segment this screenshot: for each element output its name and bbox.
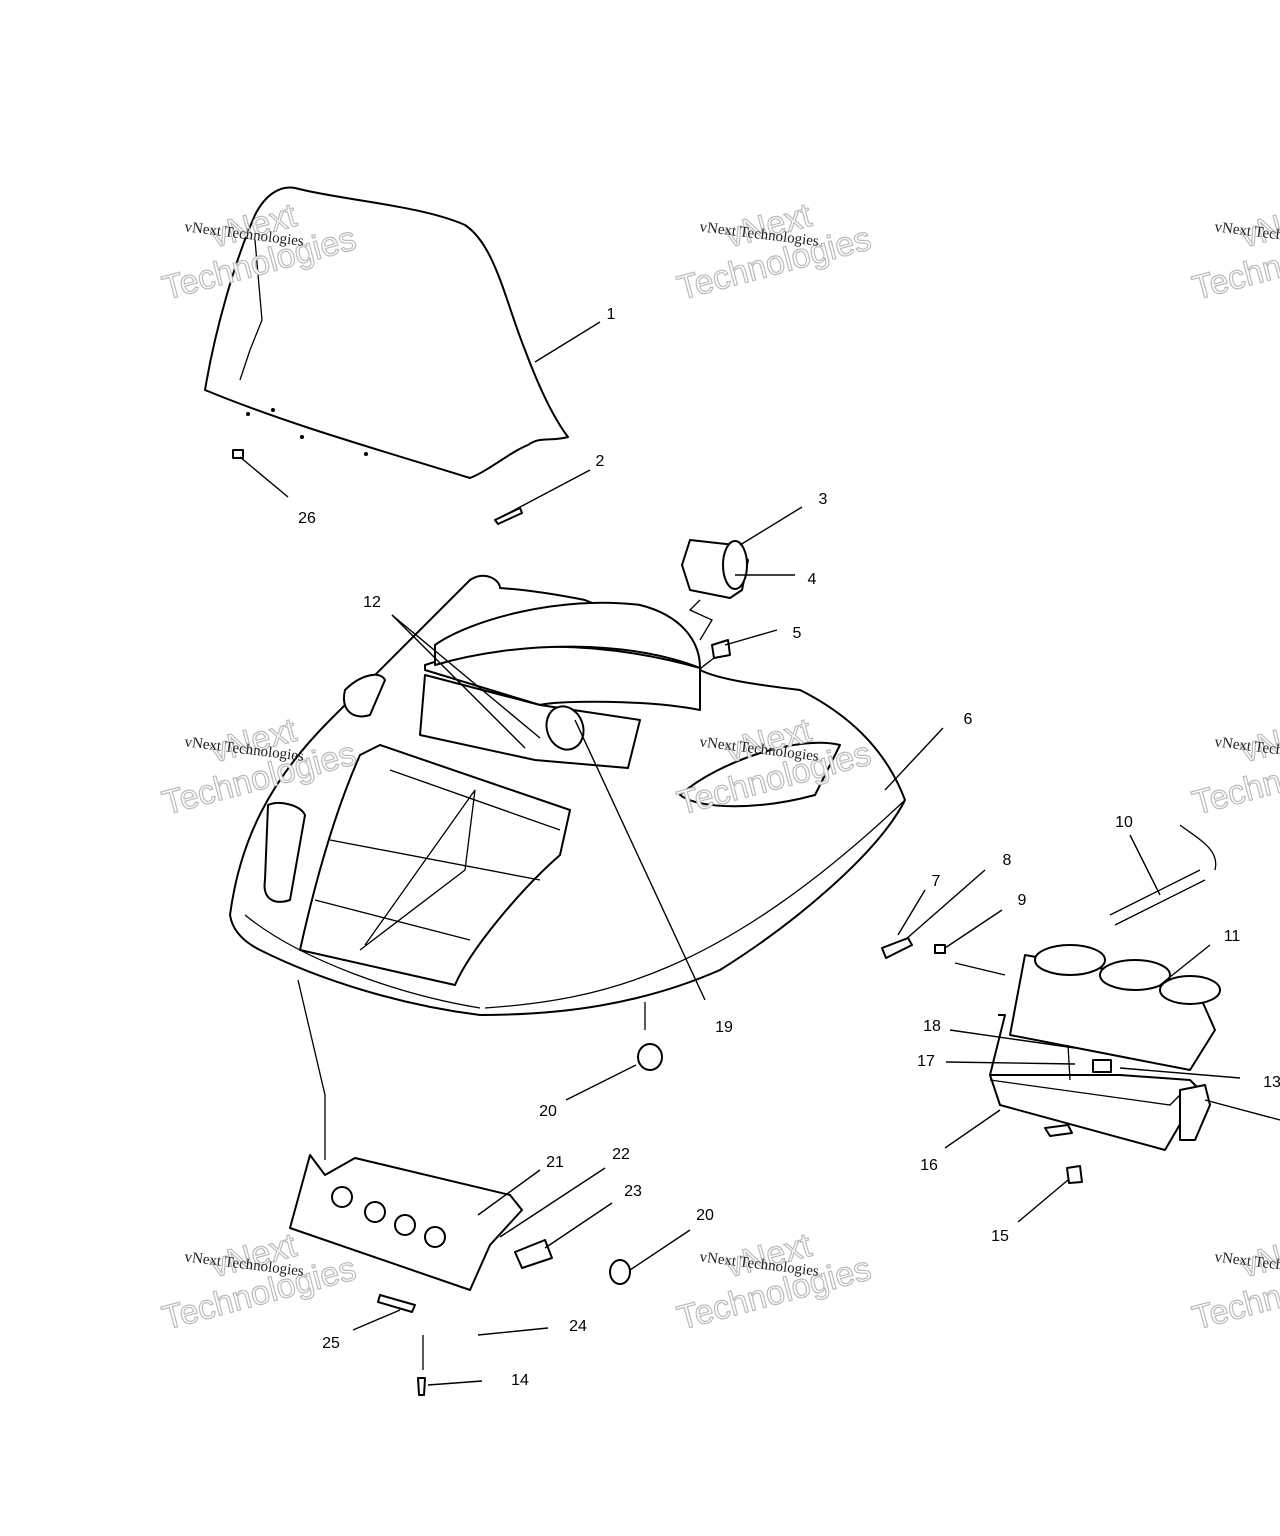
callout-25: 25 (322, 1335, 340, 1352)
clip-part (934, 944, 946, 954)
callout-17: 17 (917, 1053, 935, 1070)
callout-11: 11 (1224, 928, 1241, 945)
callout-labels: 1 2 26 3 4 5 12 6 19 10 7 8 9 11 18 17 1… (298, 306, 1280, 1389)
callout-7: 7 (932, 873, 941, 890)
callout-10: 10 (1115, 814, 1133, 831)
pin-part (494, 507, 523, 525)
callout-9: 9 (1018, 892, 1027, 909)
callout-18: 18 (923, 1018, 941, 1035)
screw-part (232, 449, 244, 459)
callout-8: 8 (1003, 852, 1012, 869)
callout-16: 16 (920, 1157, 938, 1174)
watermark: vNext Technologies vNext Technologies (673, 195, 876, 308)
watermark: vNext Technologies vNext Technologies (673, 1225, 876, 1338)
front-bracket-part (289, 979, 646, 1396)
callout-13: 13 (1263, 1074, 1280, 1091)
watermark: vNext Technologies vNext Technologies (1188, 1225, 1280, 1338)
callout-14: 14 (511, 1372, 529, 1389)
leader-lines (239, 321, 1280, 1386)
gauge-part (681, 539, 749, 673)
callout-5: 5 (793, 625, 802, 642)
hood-part (229, 574, 906, 1016)
callout-15: 15 (991, 1228, 1009, 1245)
callout-20-lower: 20 (696, 1207, 714, 1224)
windshield-part (204, 186, 569, 479)
callout-6: 6 (964, 711, 973, 728)
callout-26: 26 (298, 510, 316, 527)
callout-2: 2 (596, 453, 605, 470)
watermark: vNext Technologies vNext Technologies (158, 1225, 361, 1338)
callout-4: 4 (808, 571, 817, 588)
watermark: vNext Technologies vNext Technologies (1188, 195, 1280, 308)
callout-1: 1 (607, 306, 616, 323)
grommet-part (609, 1043, 663, 1285)
callout-20-upper: 20 (539, 1103, 557, 1120)
headlight-bracket-part (989, 1014, 1211, 1184)
callout-3: 3 (819, 491, 828, 508)
callout-12: 12 (363, 594, 381, 611)
callout-21: 21 (546, 1154, 564, 1171)
watermark: vNext Technologies vNext Technologies (1188, 710, 1280, 823)
callout-19: 19 (715, 1019, 733, 1036)
wiring-harness-part (1109, 824, 1217, 926)
headlight-part (1009, 944, 1221, 1071)
callout-22: 22 (612, 1146, 630, 1163)
callout-23: 23 (624, 1183, 642, 1200)
callout-24: 24 (569, 1318, 587, 1335)
latch-part (881, 937, 913, 959)
